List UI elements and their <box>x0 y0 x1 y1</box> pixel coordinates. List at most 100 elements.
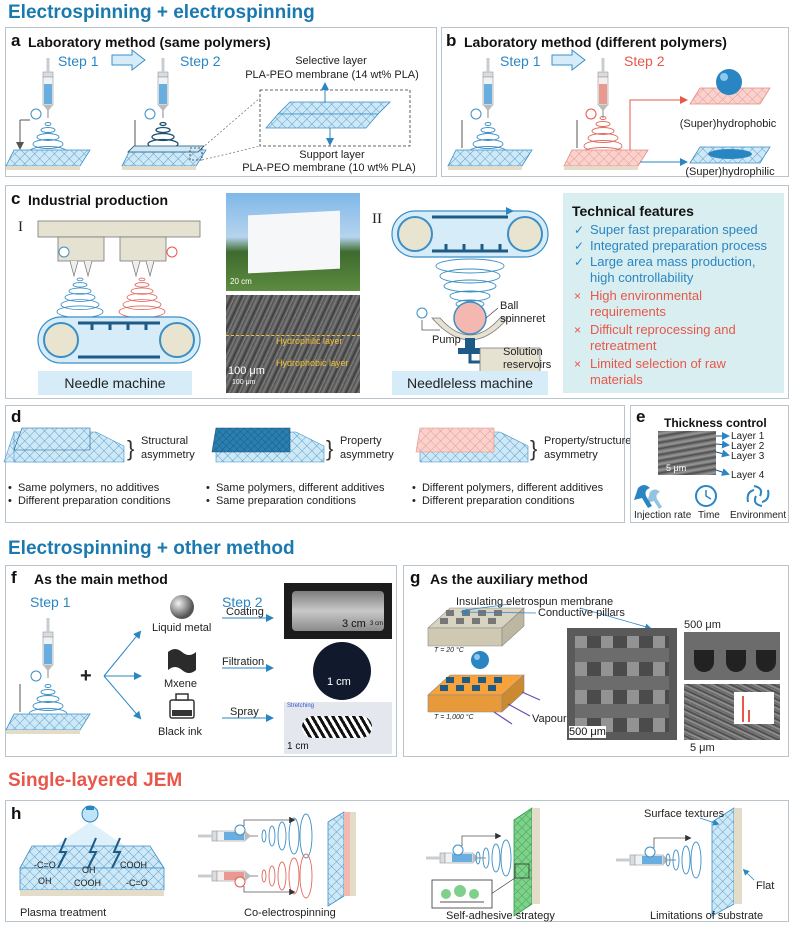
panel-e-title: Thickness control <box>664 416 767 430</box>
panel-a-selective-detail: PLA-PEO membrane (14 wt% PLA) <box>245 69 419 81</box>
panel-h-chem-3: COOH <box>120 860 147 870</box>
panel-e-layer1: Layer 1 <box>731 431 765 442</box>
panel-h-chem-4: OH <box>38 876 52 886</box>
panel-c-sem-photo: Hydrophilic layer Hydrophobic layer 100 … <box>226 295 360 393</box>
panel-h-caption-3: Self-adhesive strategy <box>446 910 555 922</box>
panel-a-step2: Step 2 <box>180 53 221 69</box>
panel-g-scale-c: 5 μm <box>690 742 715 754</box>
panel-f-photo-3: Stretching 1 cm <box>284 702 392 754</box>
panel-b-label: b <box>446 31 457 50</box>
heading-top: Electrospinning + electrospinning <box>8 2 315 23</box>
heading-middle: Electrospinning + other method <box>8 538 295 559</box>
panel-h-chem-2: OH <box>82 865 96 875</box>
panel-c-roman1: I <box>18 219 23 235</box>
panel-g-temp1: T = 20 °C <box>434 647 464 654</box>
panel-f-photo3-caption: Stretching <box>287 703 315 709</box>
panel-c-ball-spinneret: Ball spinneret <box>500 300 546 325</box>
panel-f-photo-1: 3 cm 3 cm <box>284 583 392 639</box>
panel-h-caption-1: Plasma treatment <box>20 907 107 919</box>
panel-h-flat: Flat <box>756 880 775 892</box>
panel-c-roman2: II <box>372 211 382 227</box>
panel-b-hydrophobic: (Super)hydrophobic <box>679 118 777 130</box>
panel-f-photo-2: 1 cm <box>313 642 371 700</box>
panel-d-bullet-2b: • Same preparation conditions <box>206 495 356 507</box>
panel-g-vapour: Vapour <box>532 713 567 725</box>
panel-f-material-1: Liquid metal <box>152 622 212 634</box>
svg-text:}: } <box>326 436 333 461</box>
panel-c-needleless-machine: Needleless machine <box>392 371 548 395</box>
svg-text:}: } <box>530 436 537 461</box>
panel-e-label: e <box>636 407 646 426</box>
panel-f-material-3: Black ink <box>158 726 203 738</box>
panel-g-title: As the auxiliary method <box>430 571 588 587</box>
panel-f-material-2: Mxene <box>164 678 198 690</box>
panel-d-bullet-3a: • Different polymers, different additive… <box>412 482 604 494</box>
panel-c-sem-scale: 100 μm <box>228 365 265 377</box>
panel-b-step1: Step 1 <box>500 53 541 69</box>
panel-f-scale-1: 3 cm <box>342 618 366 630</box>
panel-e-layer4: Layer 4 <box>731 470 765 481</box>
panel-h-label: h <box>11 804 22 823</box>
panel-f-step2: Step 2 <box>222 594 263 610</box>
panel-d-asym1: Structural asymmetry <box>141 435 195 461</box>
panel-f-scale-2: 1 cm <box>327 676 351 688</box>
panel-g-sem-1: 500 μm <box>567 628 677 740</box>
panel-g-sem-3 <box>684 684 780 740</box>
panel-f-step1: Step 1 <box>30 594 71 610</box>
panel-b-step2: Step 2 <box>624 53 665 69</box>
panel-d-bullet-2a: • Same polymers, different additives <box>206 482 385 494</box>
panel-c-membrane-photo: 20 cm <box>226 193 360 291</box>
panel-g-scale-a: 500 μm <box>569 726 606 738</box>
panel-g-pillars: Conductive pillars <box>538 607 625 619</box>
panel-a-title: Laboratory method (same polymers) <box>28 34 271 50</box>
svg-text:}: } <box>127 436 134 461</box>
panel-c-photo-scale: 20 cm <box>230 277 252 286</box>
panel-f-title: As the main method <box>34 571 168 587</box>
panel-c-title: Industrial production <box>28 192 168 208</box>
panel-c-tech-box <box>563 193 784 393</box>
panel-f-method-2: Filtration <box>222 656 265 668</box>
panel-f-scale-1-small: 3 cm <box>370 621 384 627</box>
tech-feature-bad-1: ×High environmental requirements <box>574 288 703 319</box>
tech-feature-good-1: ✓Super fast preparation speed <box>574 222 758 237</box>
panel-d <box>5 405 625 523</box>
panel-g-scale-b: 500 μm <box>684 619 721 631</box>
tech-feature-bad-2: ×Difficult reprocessing and retreatment <box>574 322 736 353</box>
panel-c-solution-reservoirs: Solution reservoirs <box>503 346 552 371</box>
panel-d-bullet-3b: • Different preparation conditions <box>412 495 575 507</box>
panel-b-title: Laboratory method (different polymers) <box>464 34 727 50</box>
panel-e-sem-photo: 5 μm <box>658 431 716 475</box>
panel-c-sem-hydrophilic: Hydrophilic layer <box>276 336 343 346</box>
panel-e-layer3: Layer 3 <box>731 451 765 462</box>
panel-h-chem-1: -C=O <box>34 860 56 870</box>
panel-d-asym3: Property/structure asymmetry <box>544 435 632 461</box>
panel-g-spectrum <box>734 692 774 724</box>
panel-f-method-3: Spray <box>230 706 259 718</box>
panel-h-caption-2: Co-electrospinning <box>244 907 336 919</box>
tech-feature-good-3: ✓Large area mass production, high contro… <box>574 254 756 285</box>
panel-a-step1: Step 1 <box>58 53 99 69</box>
panel-g-temp2: T = 1,000 °C <box>434 714 474 721</box>
tech-feature-bad-3: ×Limited selection of raw materials <box>574 356 726 387</box>
panel-h-caption-4: Limitations of substrate <box>650 910 764 922</box>
panel-e-scale: 5 μm <box>666 463 687 473</box>
panel-f-method-1: Coating <box>226 606 264 618</box>
heading-bottom: Single-layered JEM <box>8 770 183 791</box>
panel-d-label: d <box>11 407 22 426</box>
panel-f-plus: + <box>80 665 92 687</box>
panel-h-chem-6: -C=O <box>126 878 148 888</box>
panel-g-sem-2 <box>684 632 780 680</box>
panel-c-needle-machine: Needle machine <box>38 371 192 395</box>
panel-f-label: f <box>11 568 17 587</box>
panel-a-support-detail: PLA-PEO membrane (10 wt% PLA) <box>242 162 416 174</box>
panel-e-icon-injection: Injection rate <box>634 510 692 521</box>
